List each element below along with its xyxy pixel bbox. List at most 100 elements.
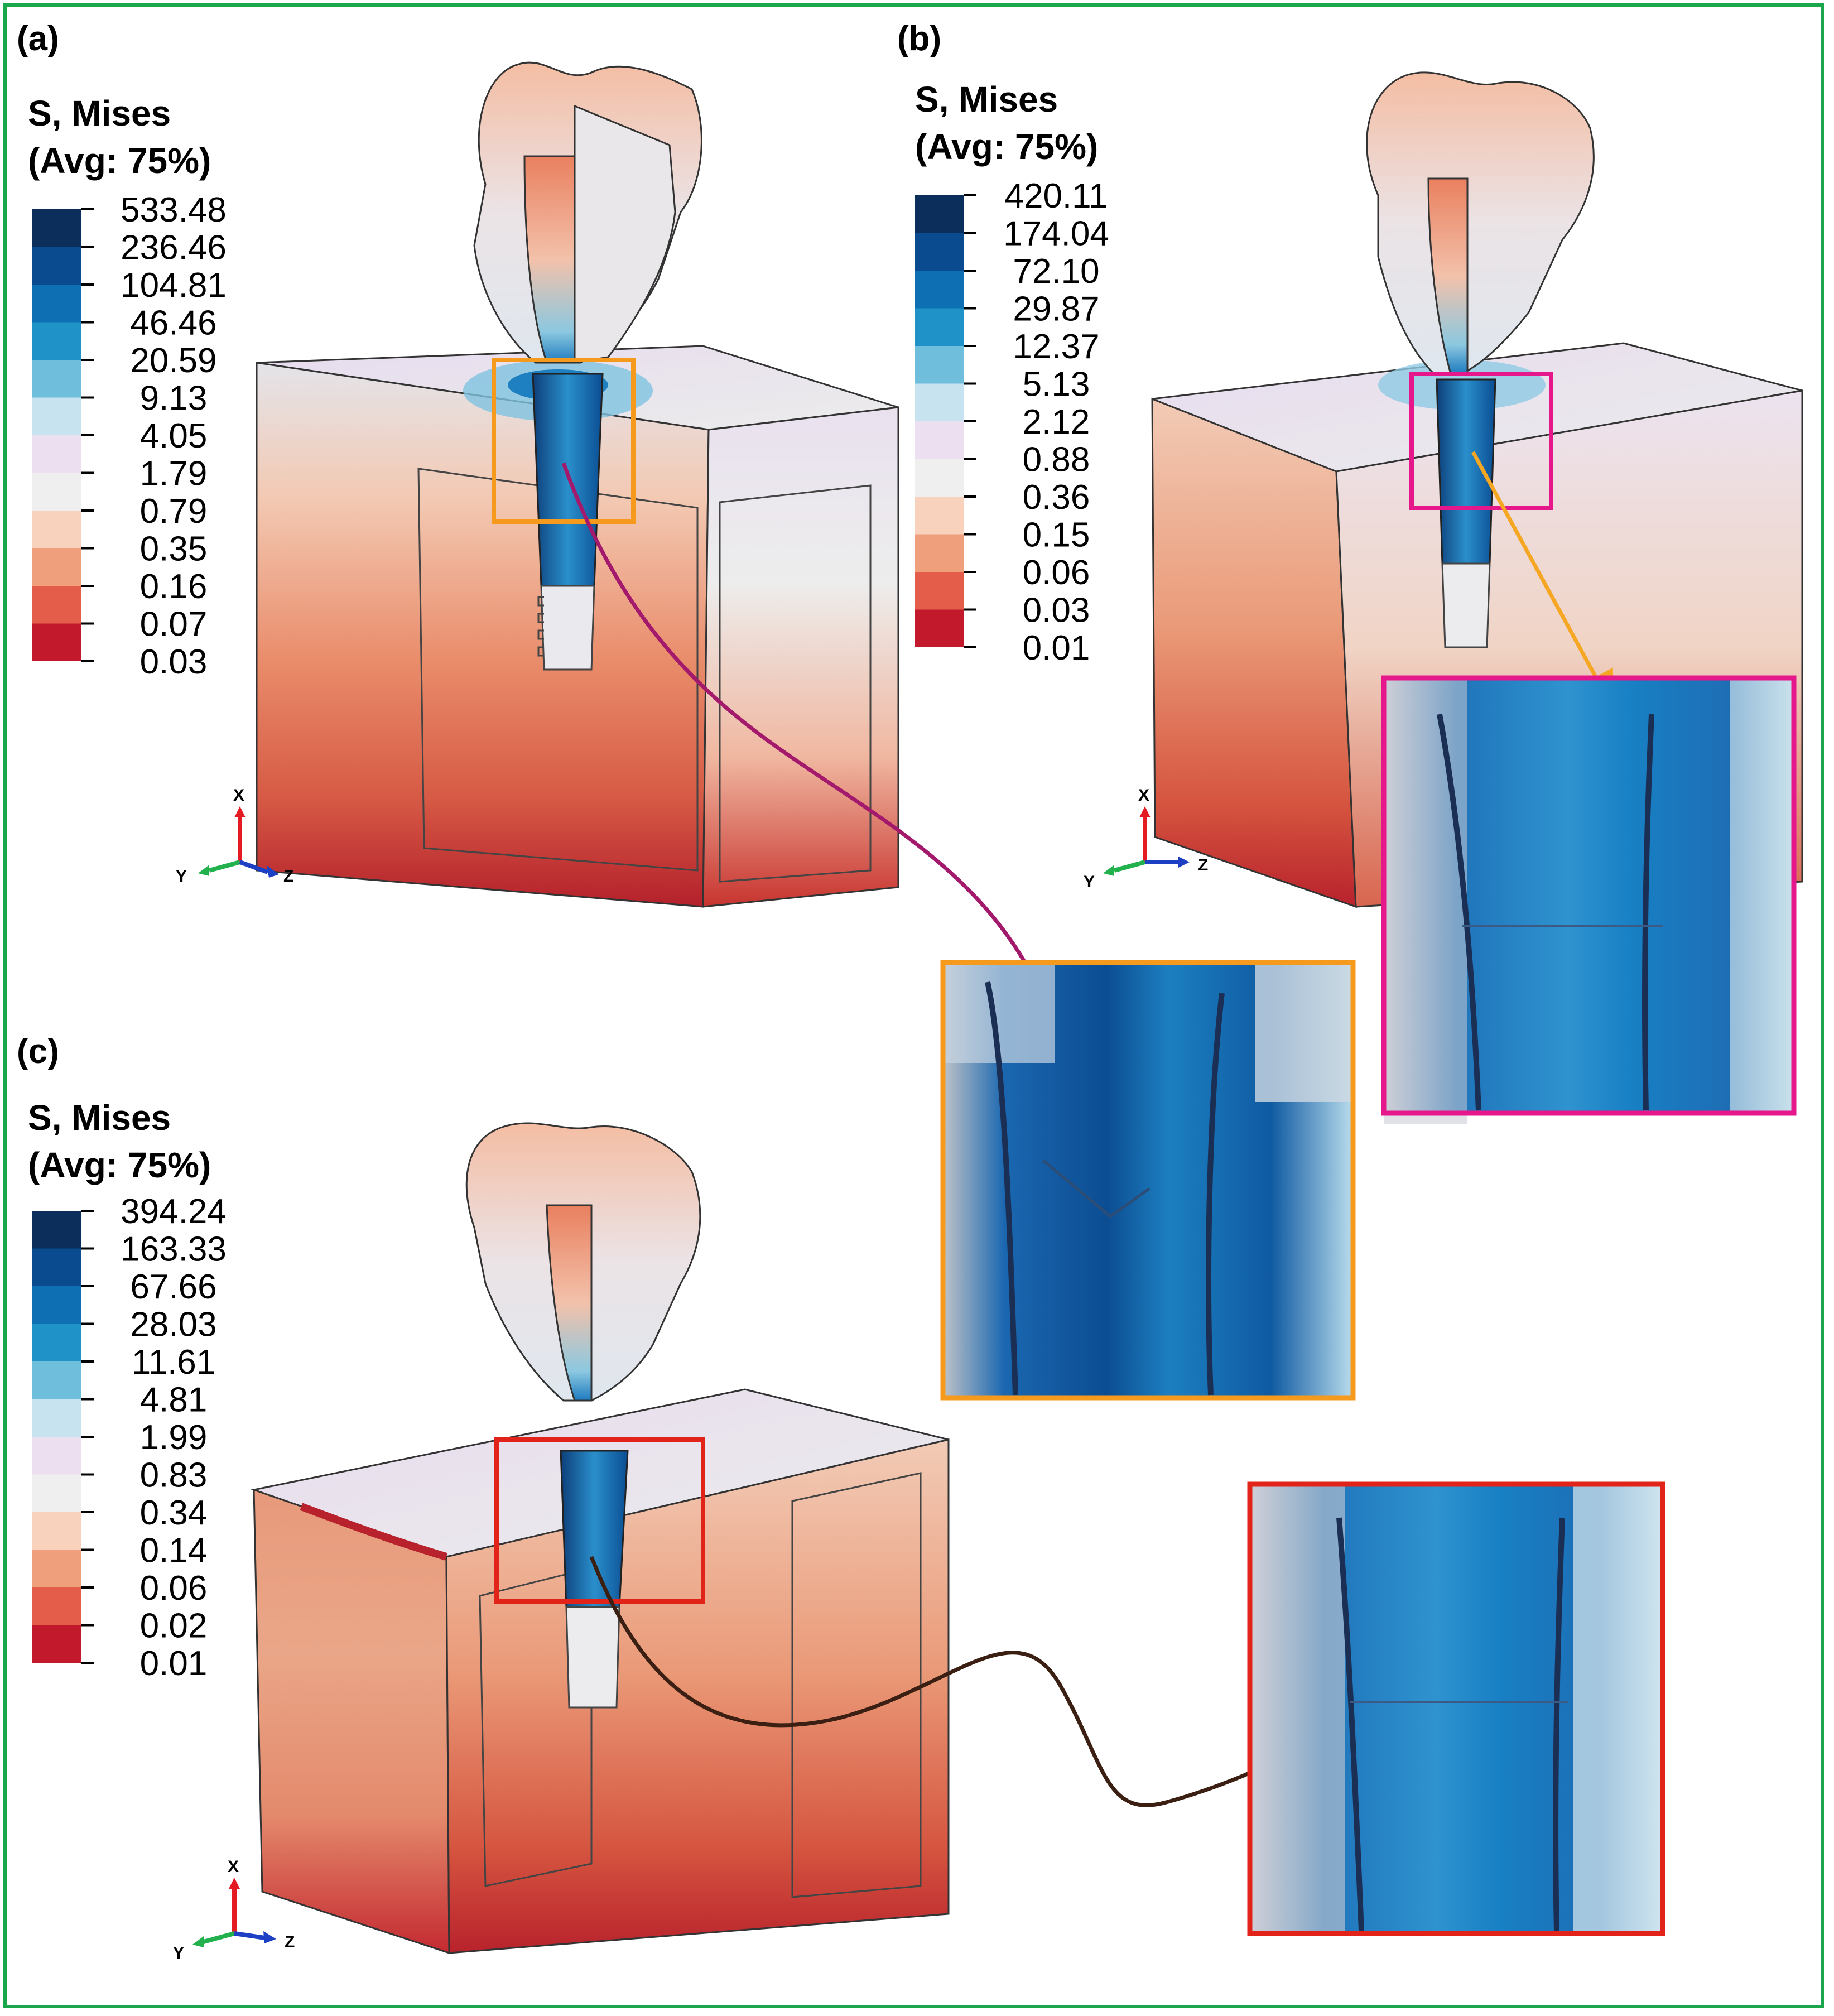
panel-c: (c) S, Mises (Avg: 75%) 394.24163.3367.6…	[17, 1032, 1354, 1962]
panel-c-legend-title: S, Mises	[28, 1098, 171, 1138]
panel-b-inset	[1381, 675, 1797, 1124]
panel-b-legend-band	[915, 609, 964, 647]
panel-a-legend-value: 104.81	[121, 266, 227, 305]
panel-b-axis-triad: X Y Z	[1084, 786, 1208, 891]
panel-c-legend-value: 394.24	[121, 1192, 227, 1231]
panel-c-highlight-box	[494, 1437, 705, 1604]
panel-b-axis-y: Y	[1084, 873, 1095, 891]
panel-a-legend-band	[32, 586, 81, 624]
panel-a-legend-value: 0.79	[140, 492, 208, 531]
panel-b-axis-z: Z	[1198, 856, 1208, 874]
panel-a-legend-value: 236.46	[121, 229, 227, 267]
panel-c-legend-value: 67.66	[130, 1268, 216, 1306]
panel-c-legend-value: 0.06	[140, 1569, 208, 1608]
panel-a-implant	[532, 373, 604, 671]
panel-c-legend-band	[32, 1286, 81, 1324]
panel-c-legend-scale: 394.24163.3367.6628.0311.614.811.990.830…	[32, 1192, 227, 1683]
panel-a-legend-band	[32, 285, 81, 323]
panel-b-legend-band	[915, 572, 964, 610]
panel-a-legend-value: 4.05	[140, 417, 208, 455]
panel-b-legend-band	[915, 346, 964, 384]
panel-b-legend-value: 0.03	[1023, 591, 1090, 630]
panel-a-axis-z: Z	[283, 867, 293, 886]
panel-a-axis-x: X	[233, 786, 244, 805]
panel-c-legend-band	[32, 1625, 81, 1663]
panel-c-inset	[1247, 1481, 1665, 1936]
panel-b-legend-subtitle: (Avg: 75%)	[915, 127, 1098, 167]
panel-a-legend-band	[32, 548, 81, 586]
panel-c-legend-band	[32, 1512, 81, 1550]
panel-b-legend-band	[915, 233, 964, 271]
panel-b-legend-value: 0.15	[1023, 516, 1090, 555]
panel-c-connector-arrow	[589, 1556, 1354, 1807]
panel-b-legend-band	[915, 497, 964, 535]
panel-b-connector-arrow	[1471, 451, 1615, 711]
panel-b-legend-title: S, Mises	[915, 79, 1058, 119]
panel-c-legend-band	[32, 1324, 81, 1361]
panel-b-legend-band	[915, 459, 964, 497]
panel-a-legend-band	[32, 360, 81, 398]
panel-c-legend-value: 0.02	[140, 1607, 208, 1645]
panel-c-axis-x: X	[228, 1858, 239, 1876]
panel-b-legend-value: 174.04	[1003, 215, 1109, 253]
panel-c-legend-value: 4.81	[140, 1381, 208, 1420]
panel-b-legend-value: 0.01	[1023, 629, 1090, 667]
panel-a-highlight-box	[492, 358, 636, 524]
panel-a-legend-value: 0.35	[140, 530, 208, 569]
panel-a-legend-band	[32, 209, 81, 247]
panel-a-legend-value: 46.46	[130, 304, 216, 343]
panel-b-legend-value: 420.11	[1004, 177, 1108, 215]
panel-a-legend-title: S, Mises	[28, 93, 171, 133]
panel-c-legend-value: 11.61	[132, 1343, 216, 1382]
panel-c-legend-subtitle: (Avg: 75%)	[28, 1145, 211, 1185]
panel-c-legend-value: 163.33	[121, 1230, 227, 1269]
panel-c-legend-band	[32, 1361, 81, 1399]
panel-a-legend-value: 1.79	[140, 455, 208, 493]
panel-c-label: (c)	[17, 1032, 59, 1071]
panel-a-legend-band	[32, 435, 81, 473]
panel-c-legend-value: 1.99	[140, 1418, 208, 1457]
panel-b-legend-scale: 420.11174.0472.1029.8712.375.132.120.880…	[915, 177, 1109, 667]
panel-c-axis-z: Z	[285, 1933, 295, 1951]
panel-a-legend-subtitle: (Avg: 75%)	[28, 141, 211, 181]
figure-frame	[3, 3, 1824, 2008]
panel-a-legend-value: 20.59	[130, 341, 216, 380]
panel-b-legend-value: 0.36	[1023, 478, 1090, 517]
panel-a-legend-band	[32, 473, 81, 511]
panel-a-legend-scale: 533.48236.46104.8146.4620.599.134.051.79…	[32, 191, 227, 681]
panel-c-legend-band	[32, 1437, 81, 1475]
panel-b-tooth-crown	[1366, 71, 1595, 375]
panel-c-legend-value: 0.01	[140, 1644, 208, 1683]
panel-c-implant	[560, 1450, 629, 1709]
panel-a-label: (a)	[17, 20, 59, 58]
panel-b-legend-band	[915, 534, 964, 572]
panel-c-axis-triad: X Y Z	[173, 1858, 295, 1962]
panel-a-legend-value: 9.13	[140, 379, 208, 418]
panel-a-legend-value: 0.03	[140, 643, 208, 681]
panel-b-legend-value: 5.13	[1023, 365, 1090, 404]
panel-b-legend-band	[915, 421, 964, 459]
panel-a-legend-band	[32, 247, 81, 285]
panel-c-legend-value: 0.83	[140, 1456, 208, 1495]
panel-c-legend-band	[32, 1399, 81, 1437]
panel-c-legend-band	[32, 1248, 81, 1286]
panel-a-tooth-crown	[473, 61, 702, 364]
panel-a-axis-y: Y	[176, 867, 187, 886]
panel-b-legend-value: 2.12	[1023, 403, 1090, 441]
panel-c-legend-band	[32, 1211, 81, 1249]
panel-b-implant	[1436, 378, 1496, 648]
panel-c-legend-band	[32, 1587, 81, 1625]
panel-c-legend-value: 0.34	[140, 1494, 208, 1532]
panel-b-legend-band	[915, 308, 964, 346]
panel-a-legend-band	[32, 322, 81, 360]
panel-c-legend-value: 0.14	[140, 1532, 208, 1570]
panel-a-axis-triad: X Y Z	[176, 786, 293, 886]
panel-b-legend-value: 0.88	[1023, 441, 1090, 479]
panel-a-legend-band	[32, 511, 81, 548]
panel-b-legend-band	[915, 195, 964, 233]
panel-a-legend-value: 0.16	[140, 567, 208, 606]
panel-a-legend-band	[32, 397, 81, 435]
panel-a-inset	[940, 960, 1356, 1401]
panel-b-legend-band	[915, 271, 964, 309]
